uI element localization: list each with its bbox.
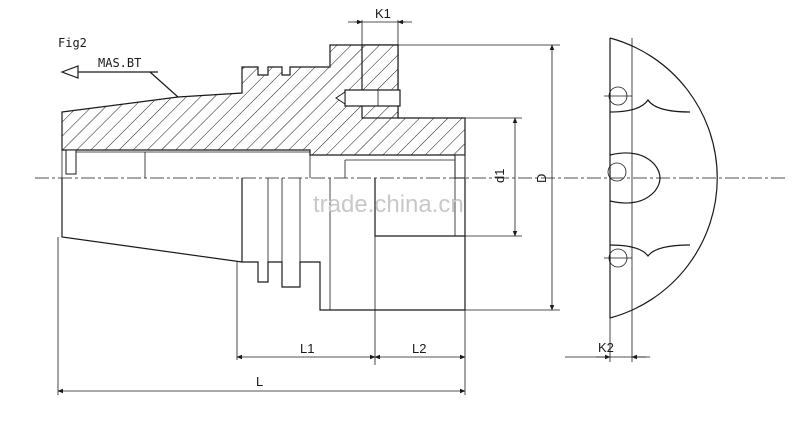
- taper-callout-arrow: [60, 65, 179, 98]
- dim-l2-label: L2: [412, 341, 426, 356]
- figure-label: Fig2: [58, 36, 87, 50]
- flange-lower: [241, 178, 466, 311]
- dim-k2-label: K2: [598, 340, 614, 355]
- set-screw: [344, 89, 401, 107]
- taper-callout-label: MAS.BT: [98, 56, 141, 70]
- dim-d1-label: d1: [492, 169, 507, 183]
- screw-insert: [361, 44, 399, 119]
- watermark: trade.china.cn: [313, 191, 464, 218]
- end-view: [604, 37, 718, 362]
- dim-d-label: D: [534, 174, 549, 183]
- taper-lower-outline: [61, 178, 243, 263]
- dim-k1-label: K1: [375, 6, 391, 21]
- dim-l-label: L: [256, 374, 263, 389]
- bore-ring: [65, 149, 77, 175]
- dim-l1-label: L1: [300, 341, 314, 356]
